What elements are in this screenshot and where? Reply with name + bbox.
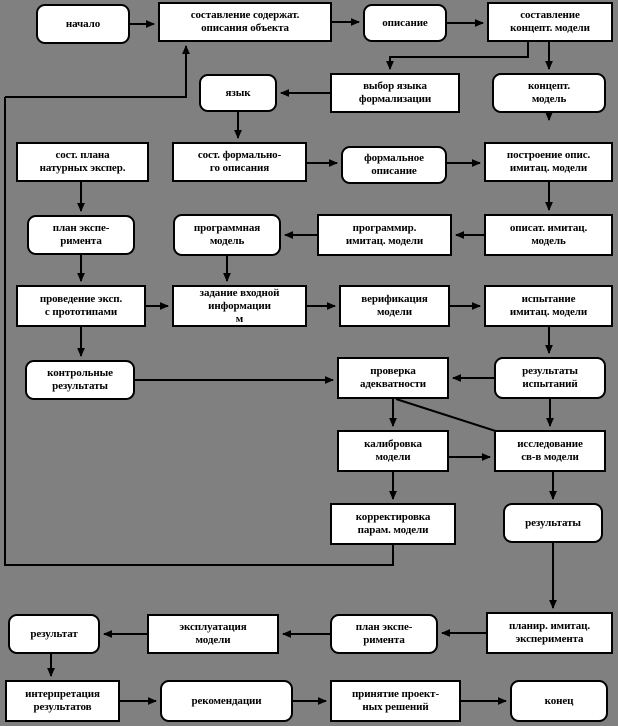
flow-node-label: модели <box>375 451 411 463</box>
flow-node-n5[interactable]: язык <box>199 74 277 112</box>
flow-node-label: натурных экспер. <box>39 162 126 174</box>
flow-node-label: планир. имитац. <box>508 620 591 632</box>
flow-node-n32[interactable]: рекомендации <box>160 680 293 722</box>
flow-node-n2[interactable]: составление содержат.описания объекта <box>158 2 332 42</box>
flow-node-label: римента <box>363 634 405 646</box>
flow-node-n9[interactable]: сост. формально-го описания <box>172 142 307 182</box>
flow-node-label: адекватности <box>359 378 427 390</box>
flow-node-n16[interactable]: проведение эксп.с прототипами <box>16 285 146 327</box>
flow-node-label: рекомендации <box>191 694 262 707</box>
flow-node-label: римента <box>60 235 102 247</box>
flow-node-label: составление <box>520 9 580 21</box>
flow-node-label: построение опис. <box>506 149 591 161</box>
flow-node-label: результаты <box>522 365 578 377</box>
flow-node-label: ных решений <box>362 701 429 713</box>
flow-node-label: описание <box>382 16 428 29</box>
flow-node-label: план экспе- <box>355 621 413 633</box>
flow-node-label: описания объекта <box>201 22 289 34</box>
flow-node-label: интерпретация <box>25 688 100 700</box>
flow-node-label: имитац. модели <box>345 235 424 247</box>
flow-node-label: м <box>235 312 244 325</box>
flow-node-label: выбор языка <box>363 80 427 92</box>
flow-node-label: эксплуатация <box>179 621 247 633</box>
flow-node-n1[interactable]: начало <box>36 4 130 44</box>
flow-node-n3[interactable]: описание <box>363 4 447 42</box>
flow-node-label: модель <box>209 235 245 247</box>
flow-node-label: модель <box>531 93 567 105</box>
flow-node-n11[interactable]: построение опис.имитац. модели <box>484 142 613 182</box>
flow-node-n12[interactable]: план экспе-римента <box>27 215 135 255</box>
flow-node-label: формализации <box>358 93 432 105</box>
flow-node-label: язык <box>225 86 251 99</box>
flow-node-label: модели <box>195 634 231 646</box>
flow-node-label: модель <box>531 235 566 247</box>
flow-node-label: сост. плана <box>55 149 110 161</box>
flow-node-label: информации <box>208 299 271 312</box>
flow-node-n15[interactable]: описат. имитац.модель <box>484 214 613 256</box>
flow-node-n34[interactable]: конец <box>510 680 608 722</box>
flow-node-label: испытаний <box>522 378 578 390</box>
flow-node-label: корректировка <box>355 511 431 523</box>
flow-node-label: принятие проект- <box>351 688 440 700</box>
flow-node-label: го описания <box>209 162 270 174</box>
flow-node-label: эксперимента <box>515 633 584 645</box>
flow-node-label: план экспе- <box>52 222 110 234</box>
flow-node-label: программир. <box>352 222 417 234</box>
flow-node-label: описат. имитац. <box>509 222 588 234</box>
flow-node-n26[interactable]: результаты <box>503 503 603 543</box>
flow-node-label: имитац. модели <box>509 306 588 318</box>
edge-group <box>5 18 562 705</box>
flow-node-n30[interactable]: планир. имитац.эксперимента <box>486 612 613 654</box>
flow-node-label: имитац. модели <box>509 162 588 174</box>
flow-node-label: результат <box>30 627 78 640</box>
flow-node-label: верификация <box>361 293 428 305</box>
flow-node-label: парам. модели <box>357 524 429 536</box>
flow-node-n27[interactable]: результат <box>8 614 100 654</box>
flow-node-label: св-в модели <box>521 451 579 463</box>
flow-node-label: результаты <box>52 380 108 392</box>
flow-node-n7[interactable]: концепт.модель <box>492 73 606 113</box>
flow-node-label: описание <box>371 165 417 177</box>
flow-node-n14[interactable]: программир.имитац. модели <box>317 214 452 256</box>
flow-node-label: контрольные <box>47 367 113 379</box>
flow-node-label: задание входной <box>199 286 280 299</box>
flow-node-label: исследование <box>517 438 583 450</box>
flow-node-label: результаты <box>525 516 581 529</box>
flow-node-label: начало <box>65 17 101 30</box>
flow-node-label: испытание <box>521 293 576 305</box>
flow-node-label: конец <box>544 694 574 707</box>
flow-node-label: калибровка <box>364 438 422 450</box>
flow-node-label: модели <box>377 306 412 318</box>
flow-node-label: результатов <box>33 701 92 713</box>
flow-node-label: составление содержат. <box>190 9 300 21</box>
flow-node-label: проведение эксп. <box>39 293 123 305</box>
flow-node-label: концепт. модели <box>510 22 590 34</box>
flow-node-label: программная <box>193 222 261 234</box>
flow-node-label: формальное <box>364 152 424 164</box>
flow-node-label: концепт. <box>527 80 571 92</box>
flow-node-label: сост. формально- <box>197 149 282 161</box>
flow-node-n29[interactable]: план экспе-римента <box>330 614 438 654</box>
flow-node-label: проверка <box>370 365 416 377</box>
flow-node-label: с прототипами <box>44 306 118 318</box>
feedback-loop-line <box>4 97 394 566</box>
flow-node-n33[interactable]: принятие проект-ных решений <box>330 680 461 722</box>
